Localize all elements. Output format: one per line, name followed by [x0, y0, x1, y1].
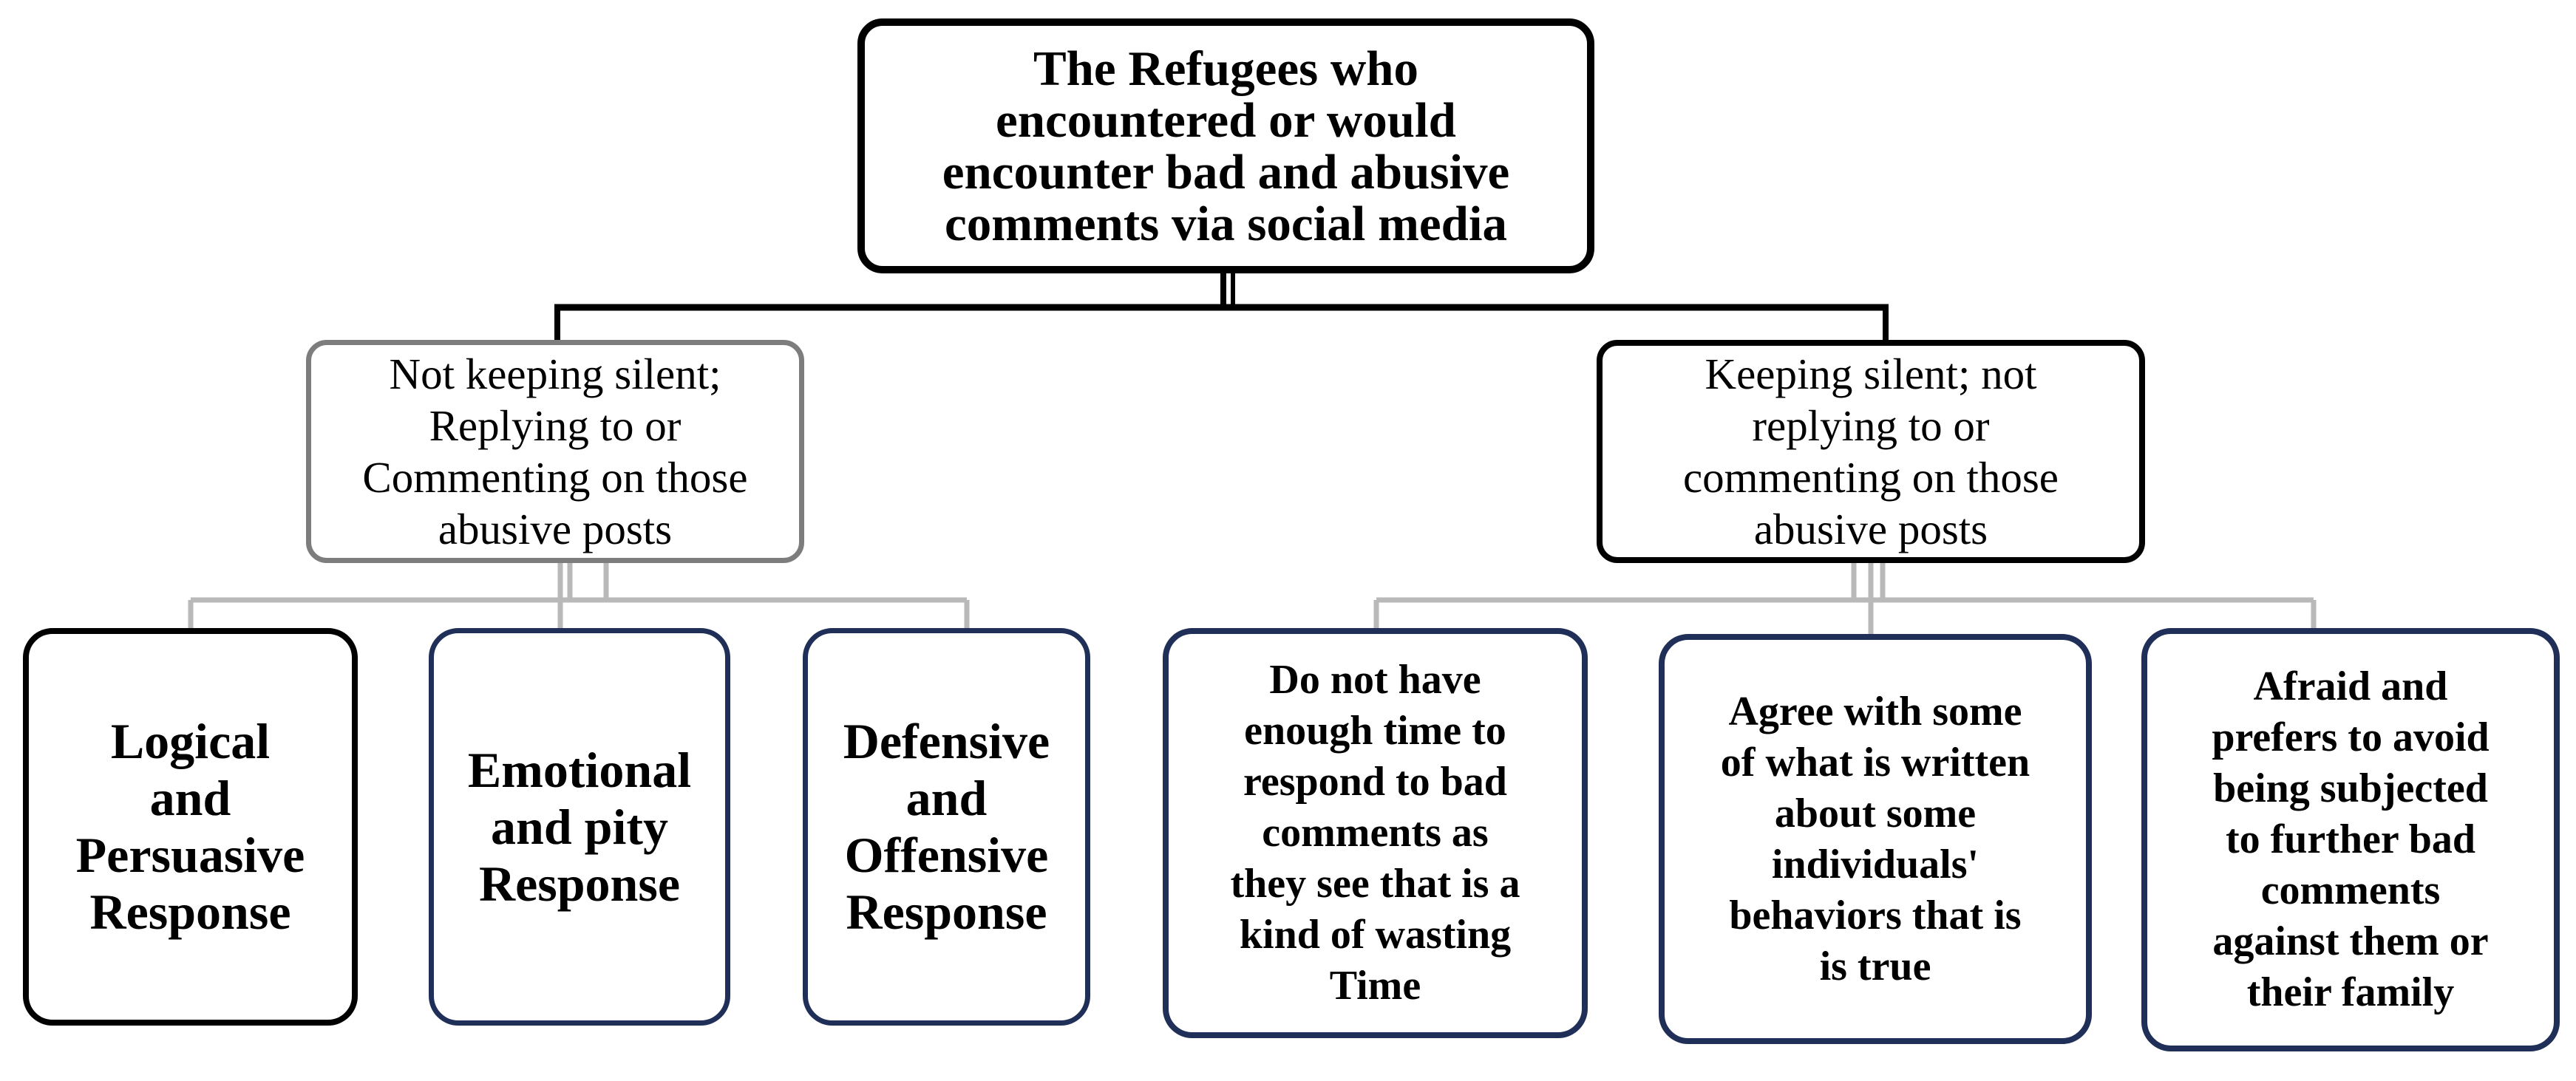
right-branch-connector: [1373, 563, 2317, 635]
leaf-emotional-pity-response: Emotional and pity Response: [429, 628, 730, 1026]
leaf-no-time-to-respond: Do not have enough time to respond to ba…: [1163, 628, 1588, 1038]
leaf-no-time-to-respond-text: Do not have enough time to respond to ba…: [1230, 657, 1520, 1009]
root-node-text: The Refugees who encountered or would en…: [942, 41, 1510, 251]
root-node: The Refugees who encountered or would en…: [857, 18, 1594, 273]
leaf-afraid-to-avoid: Afraid and prefers to avoid being subjec…: [2141, 628, 2560, 1051]
leaf-agree-with-some-text: Agree with some of what is written about…: [1720, 688, 2030, 989]
branch-keeping-silent-text: Keeping silent; not replying to or comme…: [1683, 349, 2059, 553]
leaf-defensive-offensive-response: Defensive and Offensive Response: [803, 628, 1090, 1026]
branch-not-keeping-silent-text: Not keeping silent; Replying to or Comme…: [362, 349, 748, 553]
branch-not-keeping-silent: Not keeping silent; Replying to or Comme…: [306, 340, 804, 563]
branch-keeping-silent: Keeping silent; not replying to or comme…: [1597, 340, 2145, 563]
leaf-defensive-offensive-response-text: Defensive and Offensive Response: [843, 713, 1050, 940]
leaf-logical-persuasive-response-text: Logical and Persuasive Response: [75, 713, 305, 940]
left-branch-connector: [188, 563, 970, 630]
leaf-emotional-pity-response-text: Emotional and pity Response: [467, 741, 692, 912]
root-connector: [554, 273, 1889, 341]
leaf-afraid-to-avoid-text: Afraid and prefers to avoid being subjec…: [2212, 664, 2490, 1015]
leaf-logical-persuasive-response: Logical and Persuasive Response: [23, 628, 358, 1026]
leaf-agree-with-some: Agree with some of what is written about…: [1659, 634, 2092, 1044]
